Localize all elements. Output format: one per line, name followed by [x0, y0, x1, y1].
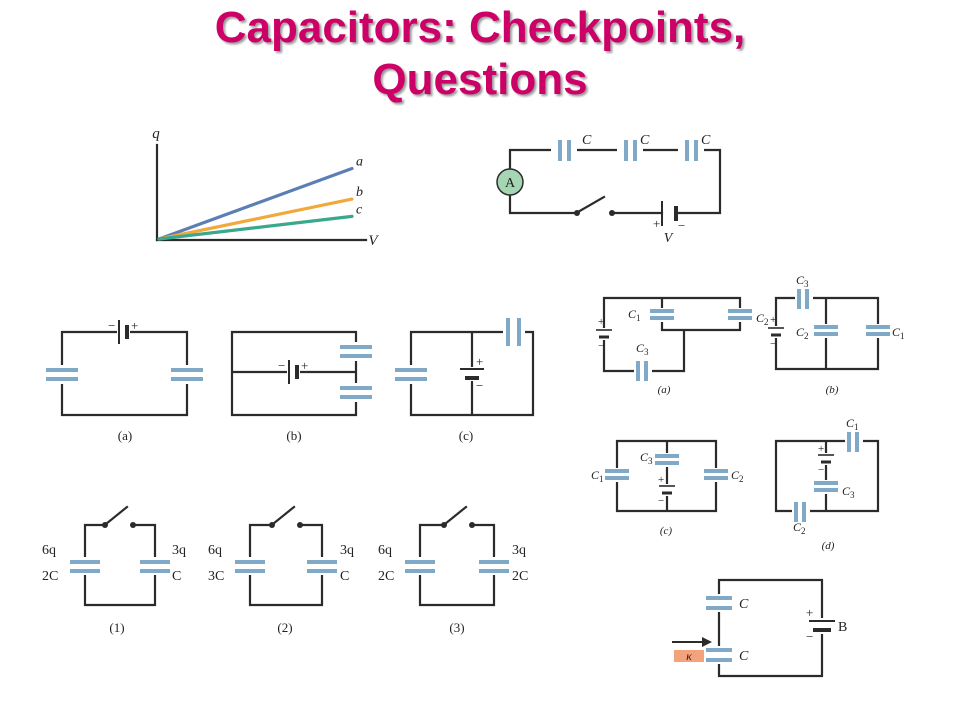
checkpoint-circuit-c: + − (c): [393, 316, 535, 443]
switch-icon[interactable]: [443, 505, 468, 526]
series-label-c: c: [356, 202, 363, 217]
svg-text:+: +: [653, 216, 660, 231]
qv-series-lines: abc: [157, 155, 363, 241]
question-circuit-c: + − C1 C3 C2 (c): [591, 439, 744, 537]
charge-label: 3q: [340, 543, 354, 558]
svg-text:+: +: [818, 443, 824, 455]
ammeter-wires: [508, 148, 722, 215]
ammeter-circuit: A C C C + − V: [496, 133, 722, 246]
checkpoint-circuit-a: − + (a): [44, 318, 205, 443]
svg-text:−: −: [770, 338, 776, 350]
series-line-b: [157, 197, 354, 241]
charge-label: 3q: [172, 543, 186, 558]
cap-label: C1: [846, 416, 859, 432]
cap-label: C: [701, 133, 711, 148]
cap-label: C2: [731, 468, 744, 484]
title-line-2: Questions: [372, 55, 588, 104]
figure-label: (b): [286, 428, 301, 443]
dielectric-circuit: κ C C + − B: [672, 578, 847, 678]
svg-text:+: +: [301, 358, 308, 373]
charge-label: 6q: [208, 543, 222, 558]
cap-label: C2: [756, 311, 769, 327]
series-line-c: [157, 214, 354, 241]
title-line-1: Capacitors: Checkpoints,: [214, 3, 746, 52]
svg-text:+: +: [658, 474, 664, 486]
cap-label: C: [739, 649, 749, 664]
kappa-label: κ: [686, 649, 692, 663]
ammeter-icon: [496, 168, 524, 196]
capacitance-label: 2C: [512, 569, 528, 584]
page-title: Capacitors: Checkpoints, Questions: [0, 2, 960, 106]
cap-label: C1: [591, 468, 604, 484]
cap-label: C3: [636, 341, 649, 357]
capacitance-label: C: [172, 569, 181, 584]
svg-text:+: +: [770, 314, 776, 326]
series-line-a: [157, 166, 354, 241]
question-circuit-b: + − C3 C2 C1 (b): [767, 273, 905, 396]
cap-label: C2: [793, 520, 806, 536]
question-circuit-d: + − C1 C3 C2 (d): [774, 416, 880, 552]
figure-label: (c): [459, 428, 473, 443]
svg-text:+: +: [476, 354, 483, 369]
qv-graph: q V abc: [152, 126, 379, 249]
charge-circuits: 6q 2C 3q C (1) 6q 3C 3q C (2): [42, 505, 528, 635]
battery-label: B: [838, 620, 847, 635]
cap-label: C: [739, 597, 749, 612]
svg-text:−: −: [278, 358, 285, 373]
cap-label: C: [582, 133, 592, 148]
figure-label: (a): [658, 384, 671, 396]
svg-text:−: −: [598, 340, 604, 352]
capacitance-label: 2C: [42, 569, 58, 584]
charge-label: 3q: [512, 543, 526, 558]
ammeter-label: A: [505, 176, 516, 191]
cap-label: C3: [842, 484, 855, 500]
charge-circuit-1: 6q 2C 3q C (1): [42, 505, 186, 635]
figure-label: (b): [826, 384, 839, 396]
figure-label: (c): [660, 525, 673, 537]
figure-label: (a): [118, 428, 132, 443]
cap-label: C1: [628, 307, 641, 323]
svg-text:−: −: [108, 318, 115, 333]
switch-contact: [609, 210, 615, 216]
figure-label: (3): [449, 620, 464, 635]
question-circuit-a: + − C1 C2 C3 (a): [595, 296, 769, 396]
battery-label: V: [664, 231, 674, 246]
series-label-a: a: [356, 155, 363, 170]
capacitance-label: 2C: [378, 569, 394, 584]
charge-circuit-2: 6q 3C 3q C (2): [208, 505, 354, 635]
charge-label: 6q: [42, 543, 56, 558]
switch-icon[interactable]: [104, 505, 129, 526]
series-label-b: b: [356, 185, 363, 200]
checkpoint-circuit-b: − + (b): [230, 330, 374, 443]
svg-text:−: −: [678, 218, 685, 233]
svg-text:+: +: [806, 605, 813, 620]
svg-text:−: −: [658, 495, 664, 507]
svg-text:+: +: [131, 318, 138, 333]
figure-label: (1): [109, 620, 124, 635]
capacitance-label: C: [340, 569, 349, 584]
charge-circuit-3: 6q 2C 3q 2C (3): [378, 505, 528, 635]
cap-label: C1: [892, 325, 905, 341]
figure-label: (2): [277, 620, 292, 635]
x-axis-label: V: [368, 233, 379, 249]
figure-label: (d): [822, 540, 835, 552]
switch-icon[interactable]: [576, 195, 606, 214]
cap-label: C3: [640, 450, 653, 466]
dielectric-slab[interactable]: [674, 650, 704, 662]
arrow-icon: [702, 637, 712, 647]
svg-text:−: −: [476, 378, 483, 393]
y-axis-label: q: [152, 126, 160, 142]
svg-text:−: −: [806, 629, 813, 644]
cap-label: C: [640, 133, 650, 148]
cap-label: C2: [796, 325, 809, 341]
svg-text:+: +: [598, 316, 604, 328]
capacitance-label: 3C: [208, 569, 224, 584]
charge-label: 6q: [378, 543, 392, 558]
switch-icon[interactable]: [271, 505, 296, 526]
cap-label: C3: [796, 273, 809, 289]
svg-text:−: −: [818, 464, 824, 476]
